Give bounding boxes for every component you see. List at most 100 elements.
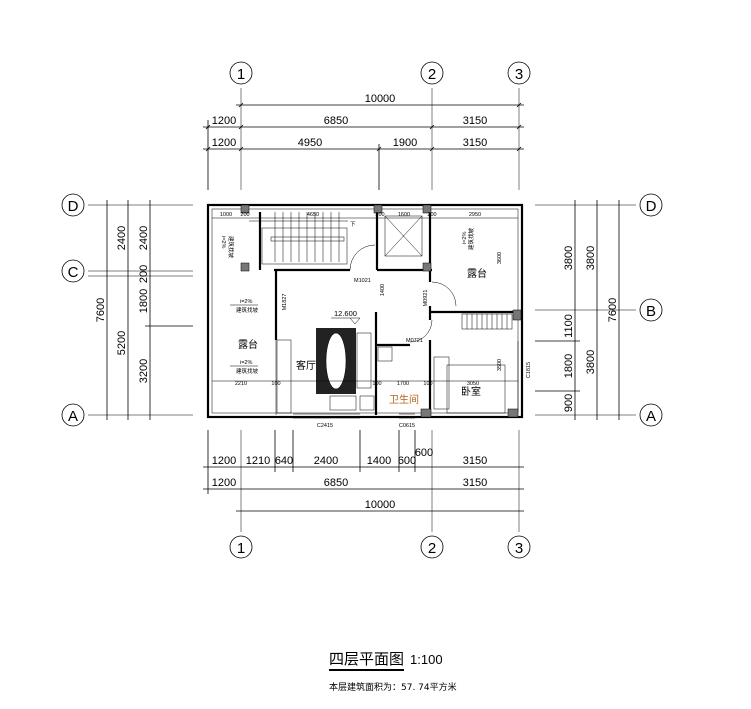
room-bath: 卫生间	[389, 393, 419, 406]
axis-2-bottom: 2	[428, 540, 436, 557]
dim-bot-b: 1210	[246, 455, 270, 467]
inner-dim-3: 4650	[307, 212, 319, 218]
furniture	[316, 328, 506, 414]
dim-bot-a: 1200	[212, 455, 236, 467]
staircase	[249, 212, 348, 265]
dim-bot-extra: 600	[415, 447, 433, 459]
dim-bot2-a: 1200	[212, 477, 236, 489]
inner-dim-3500: 3500	[497, 359, 503, 371]
dim-left-mid-a: 2400	[116, 226, 128, 250]
axis-2-top: 2	[428, 66, 436, 83]
door-m0921: M0921	[423, 290, 429, 307]
dim-top-total: 10000	[365, 93, 396, 105]
room-living: 客厅	[296, 359, 316, 372]
floor-area-note: 本层建筑面积为：57. 74平方米	[329, 683, 457, 693]
inner-dim-1400: 1400	[380, 284, 386, 296]
dim-bot-d: 2400	[314, 455, 338, 467]
slope-note-1: i=2% 建筑找坡	[230, 299, 259, 314]
drawing-title: 四层平面图 1:100	[329, 648, 443, 671]
svg-text:i=2%: i=2%	[220, 236, 226, 248]
svg-text:建筑找坡: 建筑找坡	[227, 236, 235, 259]
elevator-shaft	[384, 215, 423, 257]
axis-d-left: D	[68, 198, 79, 215]
dim-bot2-c: 3150	[463, 477, 487, 489]
window-c0615: C0615	[399, 423, 415, 429]
left-dimension-lines	[106, 200, 193, 420]
axis-a-left: A	[68, 408, 78, 425]
svg-text:i=2%: i=2%	[240, 299, 252, 305]
dim-top-3d: 3150	[463, 137, 487, 149]
dim-right-total: 7600	[607, 298, 619, 322]
dim-top-2a: 1200	[212, 115, 236, 127]
bed	[446, 364, 506, 414]
inner-dim-lower-6: 3050	[467, 381, 479, 387]
axis-3-bottom: 3	[515, 540, 523, 557]
axis-1-bottom: 1	[237, 540, 245, 557]
axis-a-right: A	[646, 408, 656, 425]
dim-left-total: 7600	[95, 298, 107, 322]
dim-bot-f: 600	[398, 455, 416, 467]
axis-3-top: 3	[515, 66, 523, 83]
axis-bubbles: 1 2 3 1 2 3 D C A D B A	[61, 61, 663, 559]
dim-right-in-c: 1800	[563, 354, 575, 378]
axis-d-right: D	[646, 198, 657, 215]
drawing-name: 四层平面图	[329, 650, 405, 671]
slope-note-3: i=2% 建筑找坡	[220, 236, 235, 259]
axis-c-left: C	[68, 264, 79, 281]
dim-right-in-d: 900	[563, 394, 575, 412]
axis-b-right: B	[646, 303, 656, 320]
inner-dim-2: 200	[240, 212, 249, 218]
inner-dim-3600: 3600	[497, 252, 503, 264]
balcony-rail	[461, 313, 513, 330]
dim-top-2c: 3150	[463, 115, 487, 127]
inner-dim-5: 1600	[398, 212, 410, 218]
sink	[377, 346, 393, 362]
wardrobe	[433, 356, 450, 410]
dim-bot-h: 3150	[463, 455, 487, 467]
dim-right-in-a: 3800	[563, 246, 575, 270]
inner-dim-4: 200	[375, 212, 384, 218]
svg-text:建筑找坡: 建筑找坡	[236, 306, 259, 314]
top-dimension-lines	[203, 102, 524, 190]
door-m0721: M0721	[406, 338, 423, 344]
axis-lines	[88, 88, 636, 532]
sofa	[356, 332, 372, 389]
door-swings	[349, 244, 457, 343]
window-c1815: C1815	[526, 362, 532, 378]
dim-bot-c: 640	[275, 455, 293, 467]
window-c2415: C2415	[317, 423, 333, 429]
stair-down-label: 下	[350, 221, 356, 228]
dim-top-3c: 1900	[393, 137, 417, 149]
bottom-dimension-lines	[203, 430, 524, 512]
inner-dim-lower-3: 100	[372, 381, 381, 387]
dim-bot-e: 1400	[367, 455, 391, 467]
inner-dim-1: 1000	[220, 212, 232, 218]
plant	[359, 395, 375, 411]
dim-bot-total: 10000	[365, 499, 396, 511]
inner-dim-7: 2950	[469, 212, 481, 218]
dim-right-mid-b: 3800	[585, 350, 597, 374]
axis-1-top: 1	[237, 66, 245, 83]
dim-right-in-b: 1100	[563, 314, 575, 338]
drawing-scale: 1:100	[410, 652, 443, 667]
elevation-marker: 12.600	[331, 309, 361, 325]
room-terrace-right: 露台	[467, 267, 487, 280]
dim-top-2b: 6850	[324, 115, 348, 127]
svg-text:i=2%: i=2%	[462, 232, 468, 244]
windows	[293, 341, 523, 419]
dim-bot2-b: 6850	[324, 477, 348, 489]
dim-top-3b: 4950	[298, 137, 322, 149]
svg-text:建筑找坡: 建筑找坡	[467, 227, 475, 250]
inner-dim-6: 200	[427, 212, 436, 218]
dim-left-in-b: 200	[138, 265, 150, 283]
dim-left-mid-b: 5200	[116, 331, 128, 355]
dim-right-mid-a: 3800	[585, 246, 597, 270]
armchair	[329, 395, 357, 411]
elevation-label: 12.600	[334, 309, 357, 318]
walls	[206, 203, 524, 419]
inner-dim-lower-4: 1700	[397, 381, 409, 387]
svg-text:建筑找坡: 建筑找坡	[236, 367, 259, 375]
inner-dim-lower-1: 2210	[235, 381, 247, 387]
door-m1827: M1827	[282, 294, 288, 311]
